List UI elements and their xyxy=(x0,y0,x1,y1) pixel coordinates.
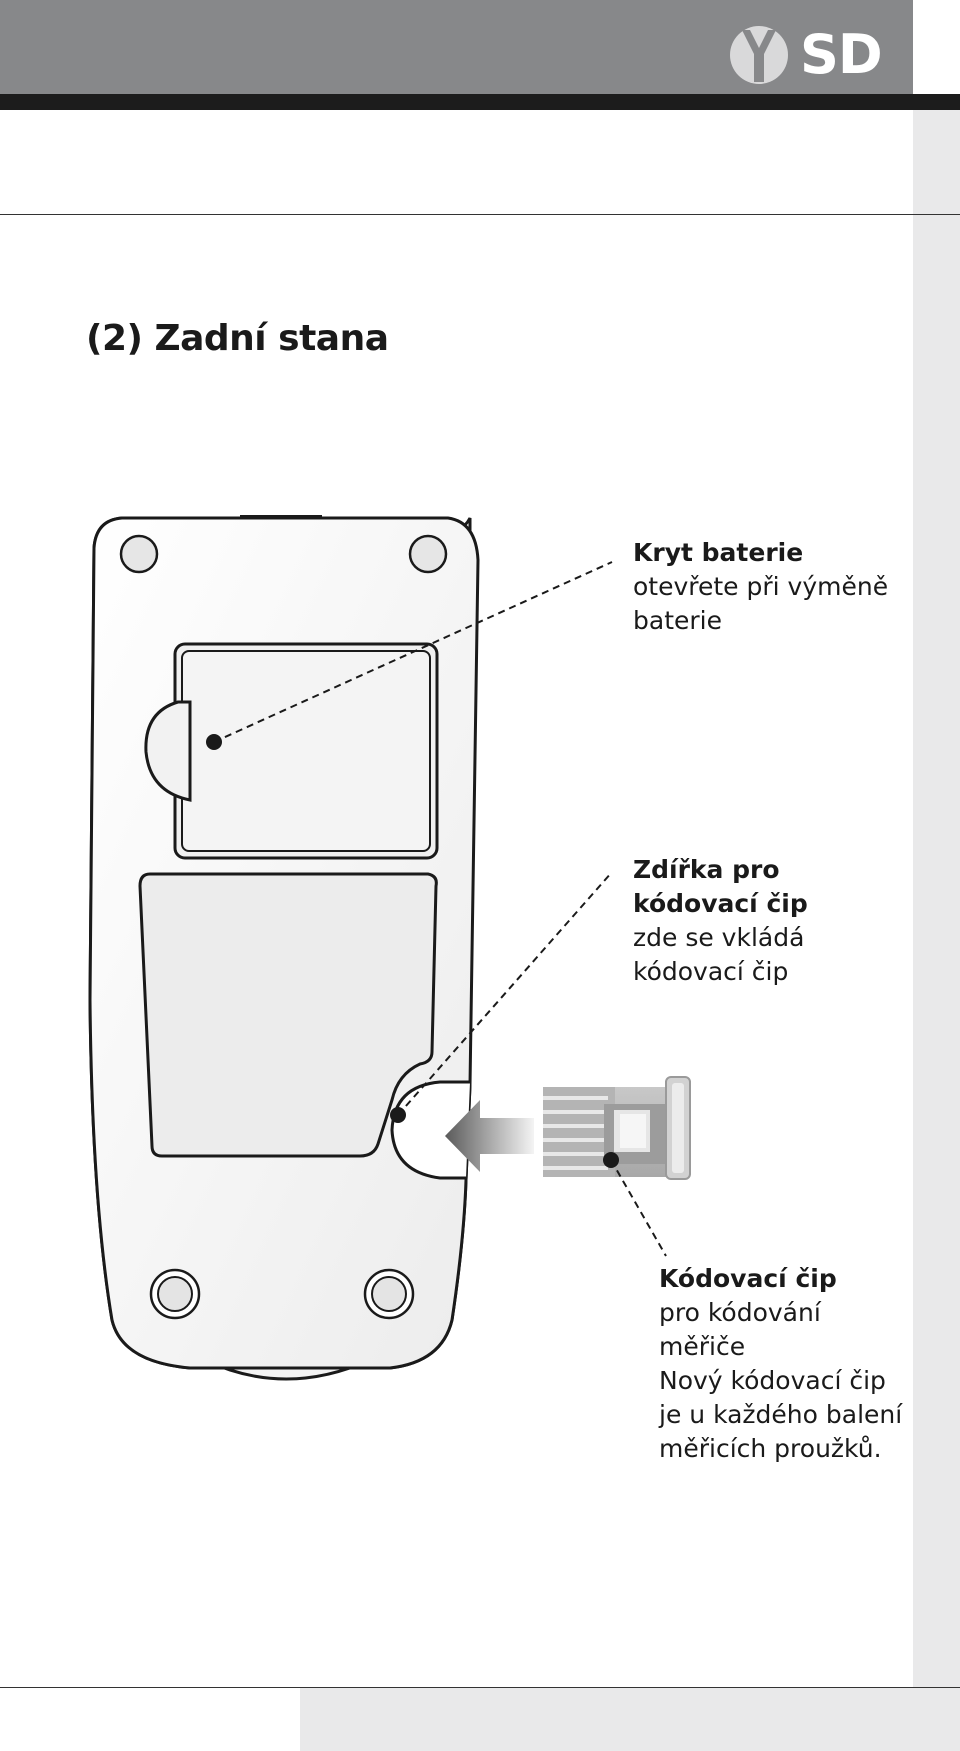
callout-title: Kryt baterie xyxy=(633,538,804,567)
callout-line: otevřete při výměně xyxy=(633,572,889,601)
battery-callout-leader xyxy=(206,561,613,750)
footer-rule xyxy=(0,1687,960,1688)
side-strip xyxy=(913,0,960,1688)
screw-top-right xyxy=(408,534,448,574)
callout-line: měřicích proužků. xyxy=(659,1434,882,1463)
callout-title: kódovací čip xyxy=(633,889,808,918)
callout-line: je u každého balení xyxy=(659,1400,903,1429)
coding-chip-callout: Kódovací čip pro kódování měřiče Nový kó… xyxy=(659,1262,909,1466)
sd-logo: SD xyxy=(728,24,898,86)
callout-line: Nový kódovací čip xyxy=(659,1366,886,1395)
callout-line: zde se vkládá xyxy=(633,923,805,952)
callout-line: pro kódování xyxy=(659,1298,821,1327)
callout-line: měřiče xyxy=(659,1332,746,1361)
chip-slot xyxy=(390,1080,470,1180)
chip-slot-callout: Zdířka pro kódovací čip zde se vkládá kó… xyxy=(633,853,893,989)
sd-logo-icon xyxy=(730,26,788,84)
header-rule xyxy=(0,94,960,110)
page-title: (2) Zadní stana xyxy=(86,318,389,359)
side-strip-top xyxy=(913,0,960,94)
callout-line: baterie xyxy=(633,606,722,635)
back-label-panel xyxy=(138,872,438,1158)
battery-cover-callout: Kryt baterie otevřete při výměně baterie xyxy=(633,536,893,638)
chip-callout-leader xyxy=(603,1152,667,1257)
screw-bottom-right xyxy=(363,1268,415,1320)
divider-line xyxy=(0,214,960,215)
callout-title: Kódovací čip xyxy=(659,1264,837,1293)
slot-callout-leader xyxy=(390,871,613,1123)
callout-title: Zdířka pro xyxy=(633,855,780,884)
insert-arrow-icon xyxy=(445,1100,534,1172)
callout-line: kódovací čip xyxy=(633,957,789,986)
footer-block xyxy=(300,1688,960,1751)
logo-text: SD xyxy=(800,23,883,86)
screw-top-left xyxy=(119,534,159,574)
battery-cover xyxy=(144,642,439,860)
screw-bottom-left xyxy=(149,1268,201,1320)
